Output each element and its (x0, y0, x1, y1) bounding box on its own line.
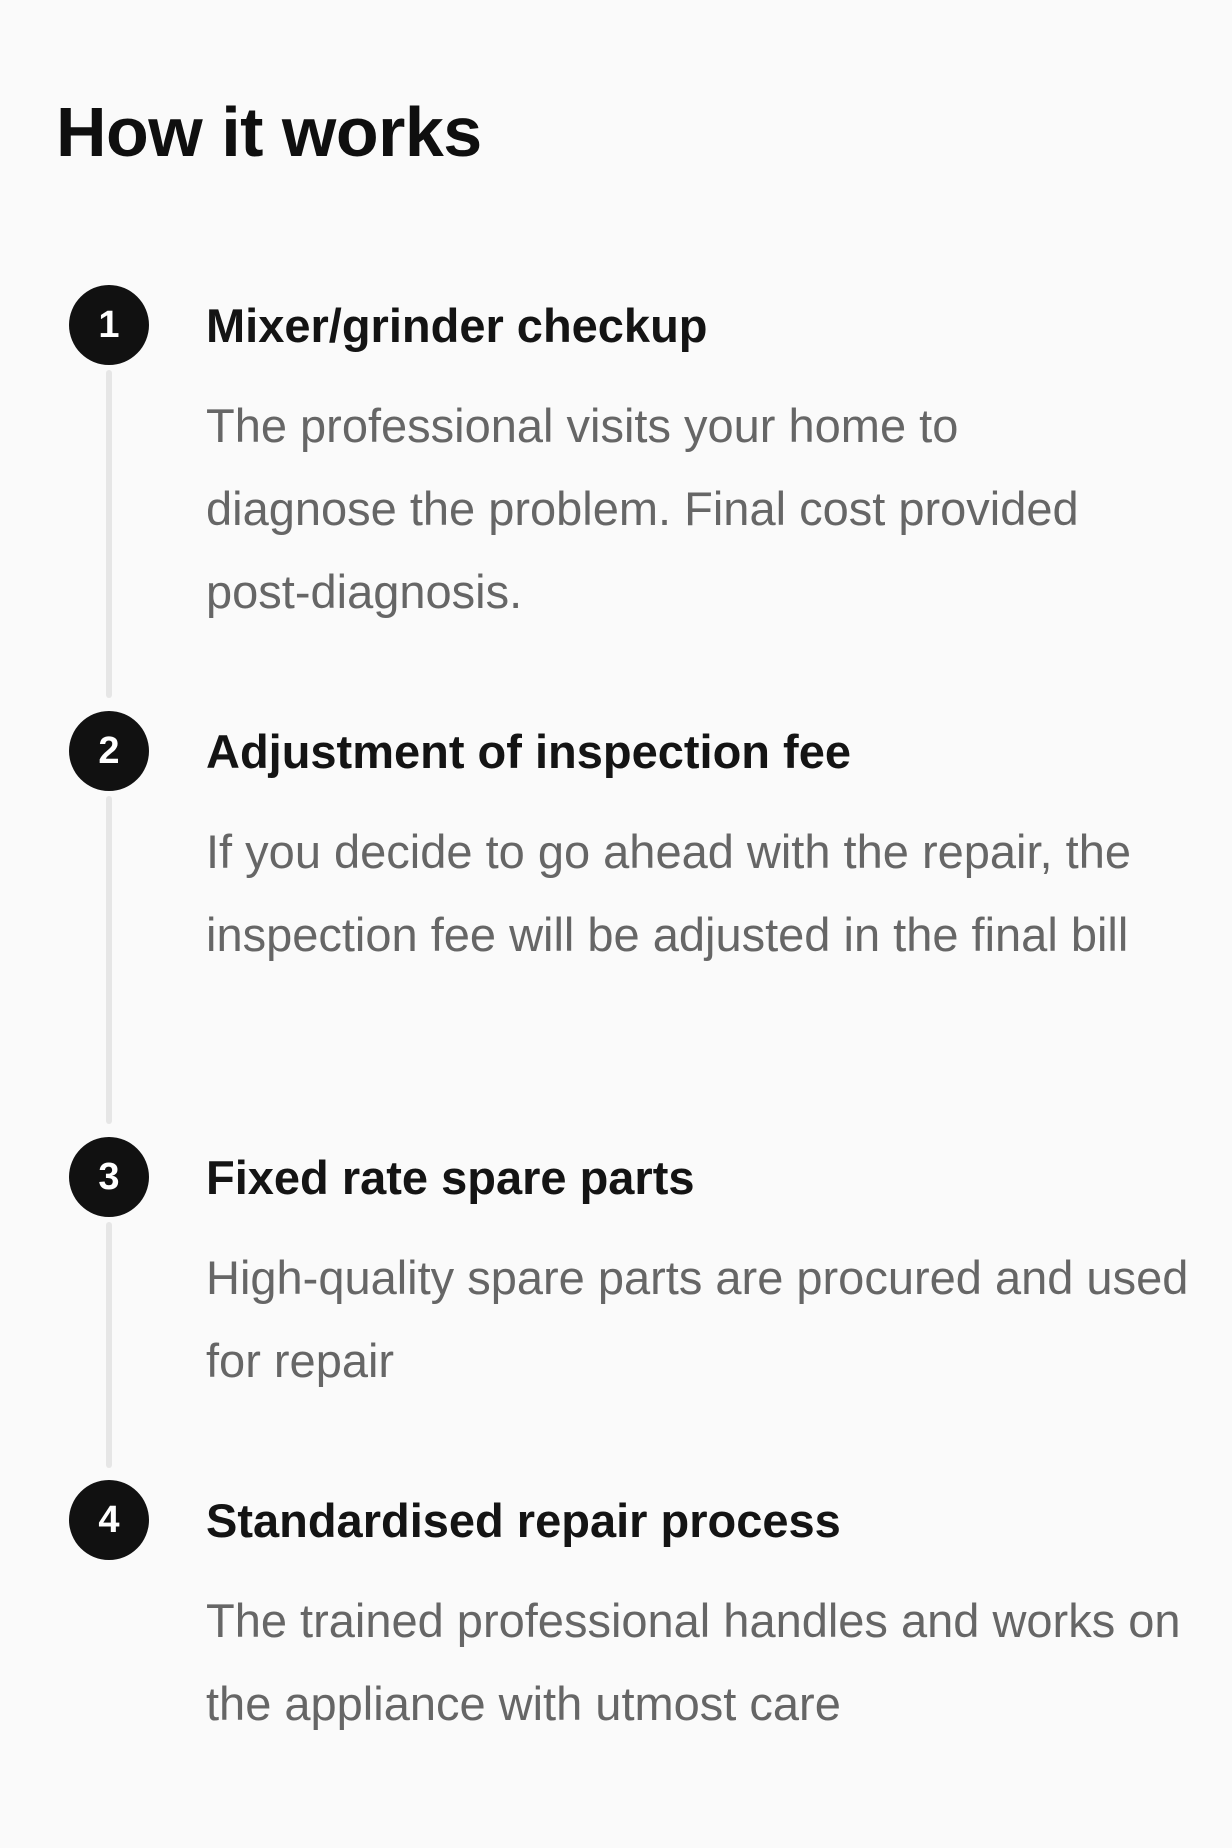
page-title: How it works (56, 93, 482, 171)
step-number-badge: 2 (69, 711, 149, 791)
timeline-connector (106, 1222, 112, 1468)
step-title: Standardised repair process (206, 1494, 841, 1547)
step-description: The trained professional handles and wor… (206, 1594, 1181, 1730)
step-title: Fixed rate spare parts (206, 1151, 695, 1204)
timeline-connector (106, 370, 112, 698)
step-number-badge: 1 (69, 285, 149, 365)
step-title: Mixer/grinder checkup (206, 299, 708, 352)
timeline-connector (106, 796, 112, 1124)
step-description: If you decide to go ahead with the repai… (206, 825, 1131, 961)
step-title: Adjustment of inspection fee (206, 725, 851, 778)
step-description: The professional visits your home to dia… (206, 399, 1079, 618)
step-number-badge: 4 (69, 1480, 149, 1560)
step-number-badge: 3 (69, 1137, 149, 1217)
step-description: High-quality spare parts are procured an… (206, 1251, 1189, 1387)
